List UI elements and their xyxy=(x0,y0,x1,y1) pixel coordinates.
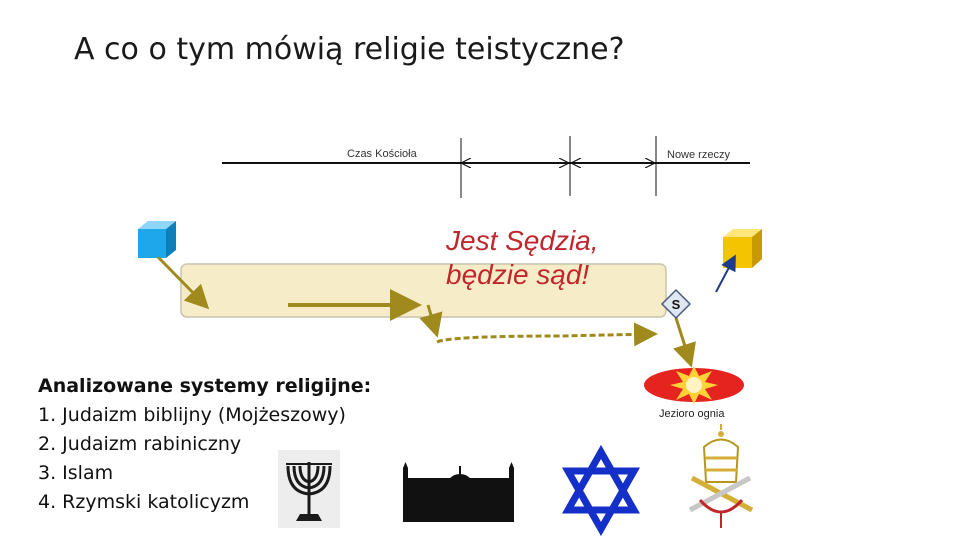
mosque-icon xyxy=(403,462,514,522)
drop-arrow xyxy=(419,304,443,338)
judge-statement: Jest Sędzia, będzie sąd! xyxy=(446,224,599,292)
list-item: 4. Rzymski katolicyzm xyxy=(38,491,250,513)
slide-title: A co o tym mówią religie teistyczne? xyxy=(74,32,625,67)
systems-heading: Analizowane systemy religijne: xyxy=(38,375,372,397)
lake-of-fire-icon xyxy=(644,366,744,404)
judgment-to-lake-arrow xyxy=(673,317,696,368)
timeline-label-new-things: Nowe rzeczy xyxy=(667,149,730,161)
religious-systems-list: Analizowane systemy religijne: 1. Judaiz… xyxy=(38,372,371,517)
yellow-cube-icon xyxy=(723,229,762,268)
timeline-label-church-age: Czas Kościoła xyxy=(347,148,417,160)
dashed-path-arrow xyxy=(436,322,658,347)
timeline xyxy=(222,136,750,198)
blue-cube-icon xyxy=(138,221,176,258)
lake-of-fire-label: Jezioro ognia xyxy=(659,408,725,420)
judgment-badge-icon: S xyxy=(660,288,692,320)
menorah-icon xyxy=(278,450,340,528)
list-item: 2. Judaizm rabiniczny xyxy=(38,433,242,455)
papal-coat-of-arms-icon xyxy=(688,424,754,528)
list-item: 3. Islam xyxy=(38,462,114,484)
list-item: 1. Judaizm biblijny (Mojżeszowy) xyxy=(38,404,346,426)
star-of-david-icon xyxy=(561,444,641,537)
descend-arrow xyxy=(156,255,210,310)
judge-line-1: Jest Sędzia, xyxy=(446,225,599,256)
badge-letter: S xyxy=(672,297,681,312)
ascend-arrow xyxy=(715,254,736,293)
judge-line-2: będzie sąd! xyxy=(446,259,590,290)
